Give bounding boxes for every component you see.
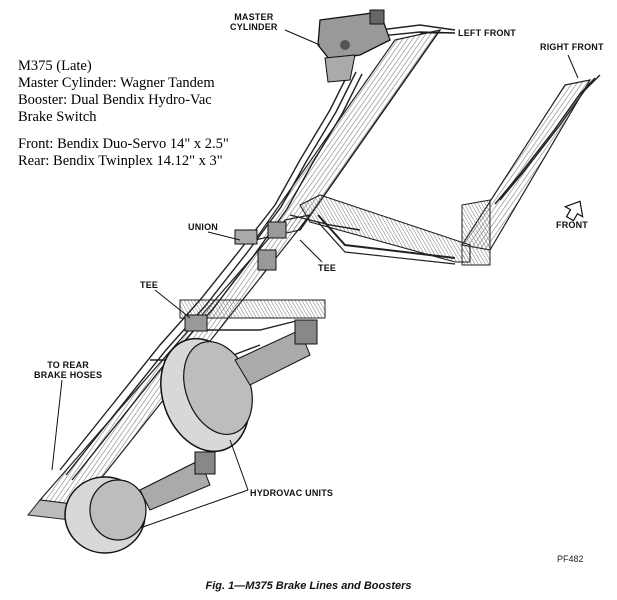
label-master: MASTER — [234, 12, 274, 22]
label-front: FRONT — [556, 220, 588, 230]
cross-member — [299, 194, 471, 265]
info-line-front-brakes: Front: Bendix Duo-Servo 14" x 2.5" — [18, 136, 229, 152]
label-cylinder: CYLINDER — [230, 22, 278, 32]
info-box: M375 (Late) Master Cylinder: Wagner Tand… — [18, 58, 262, 176]
label-brake-hoses: BRAKE HOSES — [34, 370, 103, 380]
label-master-cylinder: MASTER CYLINDER — [230, 12, 278, 32]
label-rear-brake-hoses: TO REAR BRAKE HOSES — [34, 360, 102, 380]
figure-code: PF482 — [557, 554, 584, 564]
info-line-master-cylinder: Master Cylinder: Wagner Tandem — [18, 75, 215, 91]
label-tee-upper: TEE — [318, 263, 337, 273]
info-gap — [18, 126, 262, 136]
hydrovac-unit-rear — [64, 451, 216, 554]
info-line-model: M375 (Late) — [18, 58, 92, 74]
hydrovac-unit-front — [160, 319, 318, 453]
front-direction-arrow — [563, 200, 584, 222]
leader-lines — [51, 29, 579, 529]
label-union: UNION — [188, 222, 218, 232]
label-hydrovac-units: HYDROVAC UNITS — [250, 488, 334, 498]
label-left-front: LEFT FRONT — [458, 28, 516, 38]
master-cylinder-drawing — [317, 9, 391, 83]
figure-caption: Fig. 1—M375 Brake Lines and Boosters — [205, 580, 412, 592]
label-tee-lower: TEE — [140, 280, 159, 290]
tee-fitting-drawing — [184, 221, 287, 332]
info-line-rear-brakes: Rear: Bendix Twinplex 14.12" x 3" — [18, 153, 223, 169]
info-line-booster: Booster: Dual Bendix Hydro-Vac — [18, 92, 212, 108]
info-line-brake-switch: Brake Switch — [18, 109, 97, 125]
label-right-front: RIGHT FRONT — [540, 42, 604, 52]
union-fitting-drawing — [234, 229, 277, 271]
label-to-rear: TO REAR — [47, 360, 89, 370]
